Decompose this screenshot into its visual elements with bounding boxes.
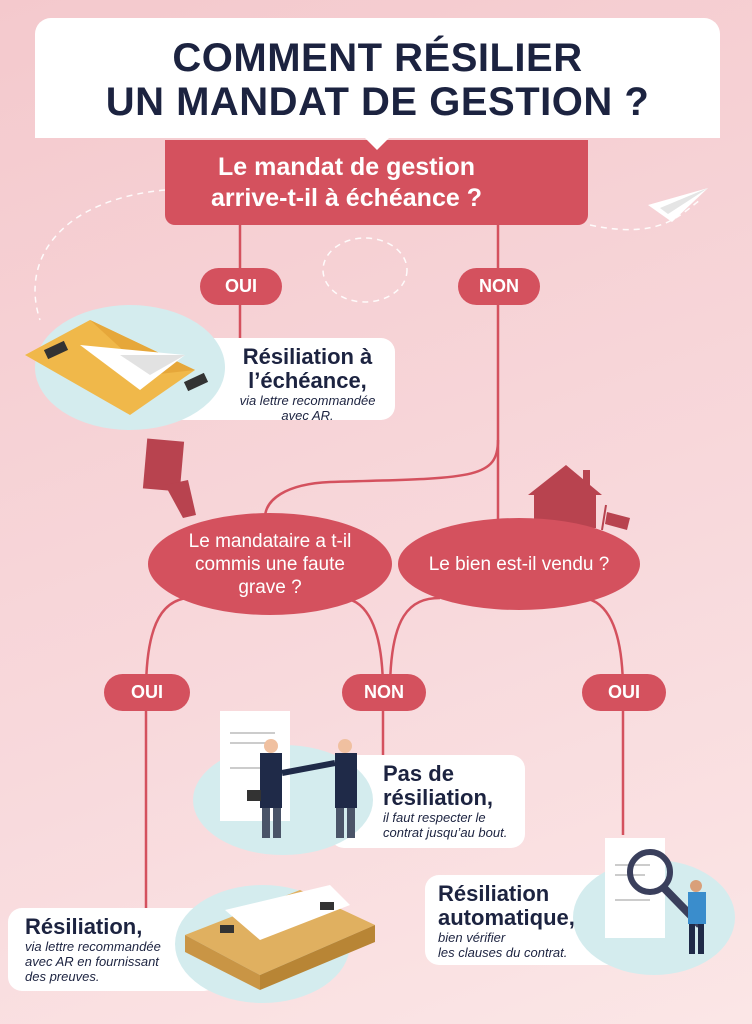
result-echeance-heading-2: l’échéance, xyxy=(248,368,367,393)
result-no-heading-1: Pas de xyxy=(383,761,454,786)
dashed-flight-path xyxy=(34,189,166,321)
result-faute-sub-1: via lettre recommandée xyxy=(25,939,161,954)
question-faute-line-1: Le mandataire a t-il xyxy=(188,530,352,552)
result-auto-heading-2: automatique, xyxy=(438,905,575,930)
question-faute-line-2: commis une faute xyxy=(195,553,345,575)
question-faute-grave: Le mandataire a t-il commis une faute gr… xyxy=(148,513,392,615)
answer-oui-faute: OUI xyxy=(104,674,190,711)
answer-non-echeance: NON xyxy=(458,268,540,305)
answer-oui-vendu: OUI xyxy=(582,674,666,711)
result-faute-text: Résiliation, via lettre recommandée avec… xyxy=(25,914,205,985)
result-echeance-sub-1: via lettre recommandée xyxy=(239,393,376,408)
result-auto-text: Résiliation automatique, bien vérifier l… xyxy=(438,881,618,961)
question-vendu-text: Le bien est-il vendu ? xyxy=(428,553,610,575)
question-bien-vendu: Le bien est-il vendu ? xyxy=(398,518,640,610)
result-no-sub-1: il faut respecter le xyxy=(383,810,486,825)
connector-non-q2 xyxy=(263,439,500,519)
magnifier-contract-icon xyxy=(605,838,706,954)
result-auto-sub-2: les clauses du contrat. xyxy=(438,945,568,960)
parcel-letter-icon xyxy=(185,885,375,990)
house-sold-icon xyxy=(528,465,630,531)
result-no-heading-2: résiliation, xyxy=(383,785,494,810)
title-banner: COMMENT RÉSILIER UN MANDAT DE GESTION ? xyxy=(35,18,720,138)
result-faute-sub-2: avec AR en fournissant xyxy=(25,954,159,969)
result-faute-heading: Résiliation, xyxy=(25,914,143,939)
title-line-1: COMMENT RÉSILIER xyxy=(172,36,583,80)
result-auto-heading-1: Résiliation xyxy=(438,881,550,906)
envelope-paper-plane-icon xyxy=(25,320,209,415)
red-card-icon xyxy=(142,438,196,518)
question-echeance-line-2: arrive-t-il à échéance ? xyxy=(211,184,482,212)
question-echeance: Le mandat de gestion arrive-t-il à échéa… xyxy=(165,140,588,225)
result-auto-sub-1: bien vérifier xyxy=(438,930,506,945)
title-line-2: UN MANDAT DE GESTION ? xyxy=(105,80,650,124)
paper-plane-icon xyxy=(648,188,708,222)
result-faute-sub-3: des preuves. xyxy=(25,969,100,984)
connector-q3-non xyxy=(388,596,441,693)
result-echeance-text: Résiliation à l’échéance, via lettre rec… xyxy=(225,344,390,424)
question-faute-line-3: grave ? xyxy=(238,576,302,598)
result-no-sub-2: contrat jusqu’au bout. xyxy=(383,825,508,840)
handshake-icon xyxy=(220,711,357,838)
answer-non-common: NON xyxy=(342,674,426,711)
answer-oui-echeance: OUI xyxy=(200,268,282,305)
title-pointer xyxy=(365,138,389,150)
result-no-text: Pas de résiliation, il faut respecter le… xyxy=(383,761,523,841)
question-echeance-line-1: Le mandat de gestion xyxy=(218,153,475,181)
result-echeance-heading-1: Résiliation à xyxy=(242,344,373,369)
result-echeance-sub-2: avec AR. xyxy=(281,408,334,423)
